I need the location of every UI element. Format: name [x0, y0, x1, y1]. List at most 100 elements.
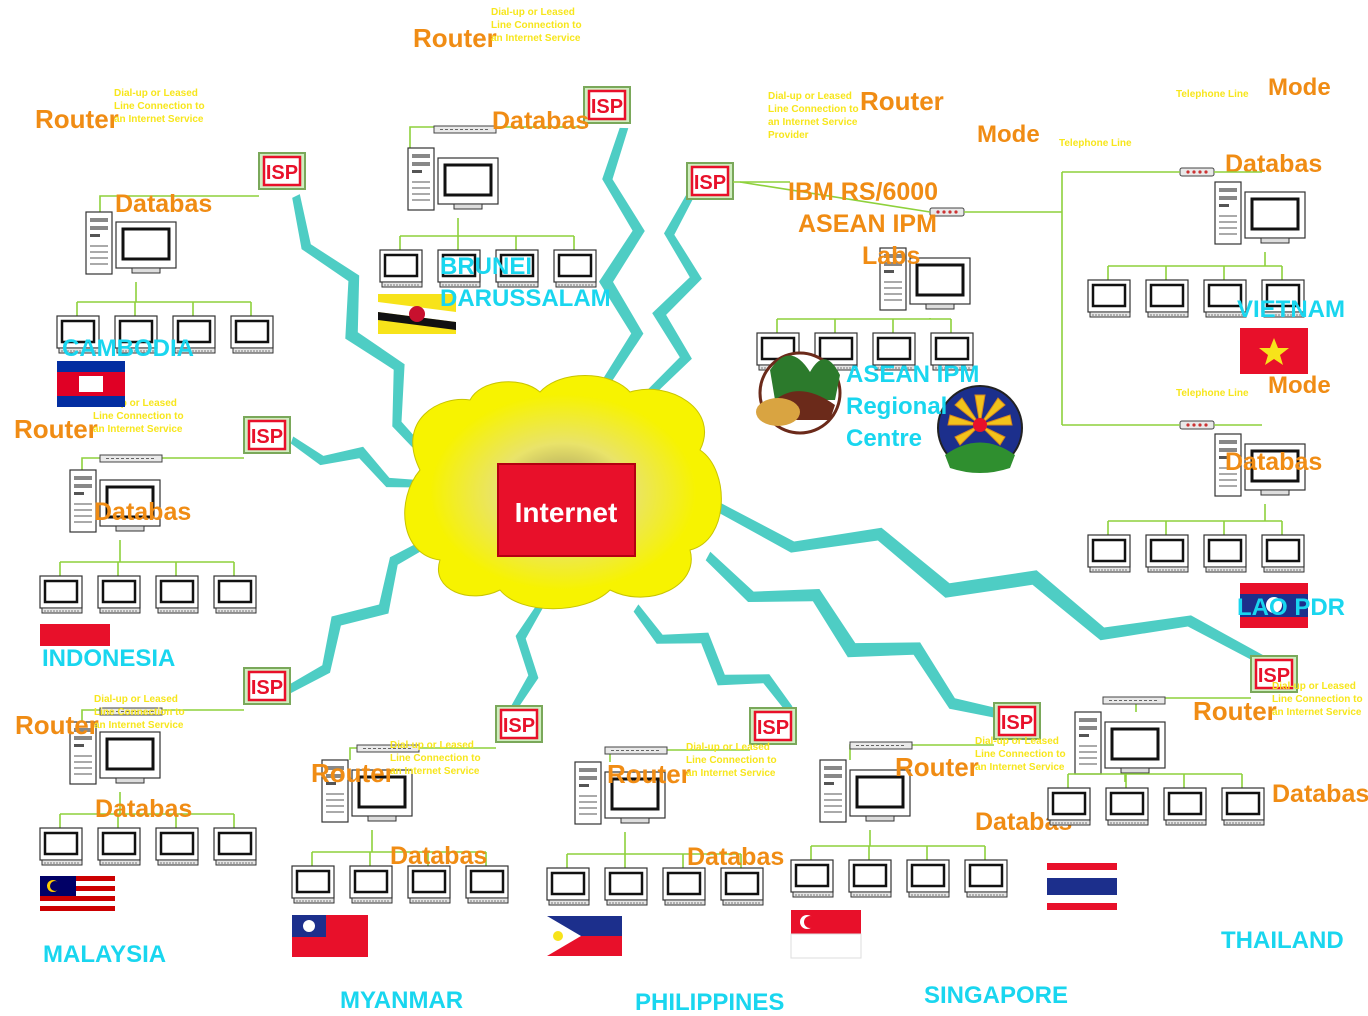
brunei-workstation: [552, 248, 598, 289]
country-label-indonesia: INDONESIA: [42, 645, 175, 672]
indonesia-dialup-label-3: an Internet Service: [93, 424, 183, 435]
singapore-dialup-label-1: Dial-up or Leased: [975, 736, 1059, 747]
isp-label: ISP: [1001, 712, 1033, 734]
isp-label: ISP: [251, 426, 283, 448]
myanmar-database-label: Databas: [390, 842, 487, 870]
isp-label: ISP: [591, 96, 623, 118]
lightning-link: [718, 503, 1264, 665]
centre-label-1: ASEAN IPM: [846, 361, 979, 388]
modem-lao: [1179, 420, 1215, 430]
telephone-label-1: Telephone Line: [1059, 138, 1132, 149]
brunei-dialup-label-1: Dial-up or Leased: [491, 7, 575, 18]
lightning-link: [510, 605, 544, 709]
asean-ipm-logo: [756, 351, 842, 435]
brunei-router: [433, 125, 497, 134]
thailand-router-label: Router: [1193, 696, 1277, 726]
lao-workstation: [1202, 533, 1248, 574]
isp-label: ISP: [503, 715, 535, 737]
country-label-philippines: PHILIPPINES: [635, 989, 784, 1016]
flag-myanmar: [292, 915, 368, 957]
isp-label: ISP: [757, 717, 789, 739]
brunei-router-label: Router: [413, 23, 497, 53]
server-label-2: ASEAN IPM: [798, 210, 937, 238]
internet-label: Internet: [515, 497, 618, 528]
malaysia-workstation: [38, 826, 84, 867]
indonesia-isp[interactable]: ISP: [243, 416, 291, 454]
malaysia-isp[interactable]: ISP: [243, 667, 291, 705]
myanmar-workstation: [290, 864, 336, 905]
philippines-database-label: Databas: [687, 843, 784, 871]
singapore-router-label: Router: [895, 752, 979, 782]
malaysia-database-label: Databas: [95, 795, 192, 823]
singapore-workstation: [789, 858, 835, 899]
internet-box[interactable]: Internet: [497, 463, 636, 557]
brunei-workstation: [378, 248, 424, 289]
country-label-vietnam: VIETNAM: [1237, 296, 1345, 323]
thailand-database-label: Databas: [1272, 780, 1368, 808]
vietnam-workstation: [1144, 278, 1190, 319]
lao-database-label: Databas: [1225, 448, 1322, 476]
vietnam-server: [1213, 180, 1307, 246]
philippines-workstation: [719, 866, 765, 907]
isp-label: ISP: [694, 172, 726, 194]
flag-singapore: [790, 910, 862, 959]
singapore-workstation: [963, 858, 1009, 899]
country-label-brunei-2: DARUSSALAM: [440, 285, 611, 312]
isp-label: ISP: [266, 162, 298, 184]
flag-indonesia: [40, 624, 110, 668]
malaysia-dialup-label-2: Line Connection to: [94, 707, 185, 718]
malaysia-workstation: [212, 826, 258, 867]
myanmar-router-label: Router: [311, 758, 395, 788]
cambodia-database-label: Databas: [115, 190, 212, 218]
lao-workstation: [1260, 533, 1306, 574]
indonesia-workstation: [154, 574, 200, 615]
thailand-workstation: [1220, 786, 1266, 827]
indonesia-router: [99, 454, 163, 463]
lightning-link: [644, 195, 702, 437]
cambodia-server: [84, 210, 178, 276]
myanmar-isp[interactable]: ISP: [495, 705, 543, 743]
brunei-server: [406, 146, 500, 212]
philippines-isp[interactable]: ISP: [749, 707, 797, 745]
asean-centre-dialup-label-3: an Internet Service: [768, 117, 858, 128]
singapore-dialup-label-3: an Internet Service: [975, 762, 1065, 773]
vietnam-database-label: Databas: [1225, 150, 1322, 178]
centre-label-3: Centre: [846, 425, 922, 452]
cambodia-dialup-label-1: Dial-up or Leased: [114, 88, 198, 99]
asean-centre-isp[interactable]: ISP: [686, 162, 734, 200]
flag-philippines: [547, 916, 622, 956]
thailand-router: [1102, 696, 1166, 705]
modem-label-2: Mode: [1268, 74, 1331, 101]
thailand-isp[interactable]: ISP: [1250, 655, 1298, 693]
country-label-brunei-1: BRUNEI: [440, 253, 532, 280]
country-label-thailand: THAILAND: [1221, 927, 1344, 954]
lao-workstation: [1144, 533, 1190, 574]
indonesia-dialup-label-1: Dial-up or Leased: [93, 398, 177, 409]
myanmar-workstation: [464, 864, 510, 905]
singapore-workstation: [905, 858, 951, 899]
flag-vietnam: [1240, 328, 1308, 374]
isp-label: ISP: [251, 677, 283, 699]
philippines-dialup-label-2: Line Connection to: [686, 755, 777, 766]
singapore-isp[interactable]: ISP: [993, 702, 1041, 740]
cambodia-isp[interactable]: ISP: [258, 152, 306, 190]
lightning-link: [599, 127, 645, 437]
centre-label-2: Regional: [846, 393, 947, 420]
malaysia-dialup-label-1: Dial-up or Leased: [94, 694, 178, 705]
country-label-singapore: SINGAPORE: [924, 982, 1068, 1009]
philippines-dialup-label-3: an Internet Service: [686, 768, 776, 779]
indonesia-dialup-label-2: Line Connection to: [93, 411, 184, 422]
philippines-workstation: [545, 866, 591, 907]
server-label-1: IBM RS/6000: [788, 178, 938, 206]
philippines-workstation: [661, 866, 707, 907]
country-label-cambodia: CAMBODIA: [62, 335, 194, 362]
brunei-isp[interactable]: ISP: [583, 86, 631, 124]
flag-lao: [1240, 583, 1308, 628]
brunei-database-label: Databas: [492, 107, 589, 135]
malaysia-router-label: Router: [15, 710, 99, 740]
flag-brunei: [378, 294, 456, 334]
lao-workstation: [1086, 533, 1132, 574]
cambodia-dialup-label-3: an Internet Service: [114, 114, 204, 125]
lightning-link: [292, 194, 436, 464]
